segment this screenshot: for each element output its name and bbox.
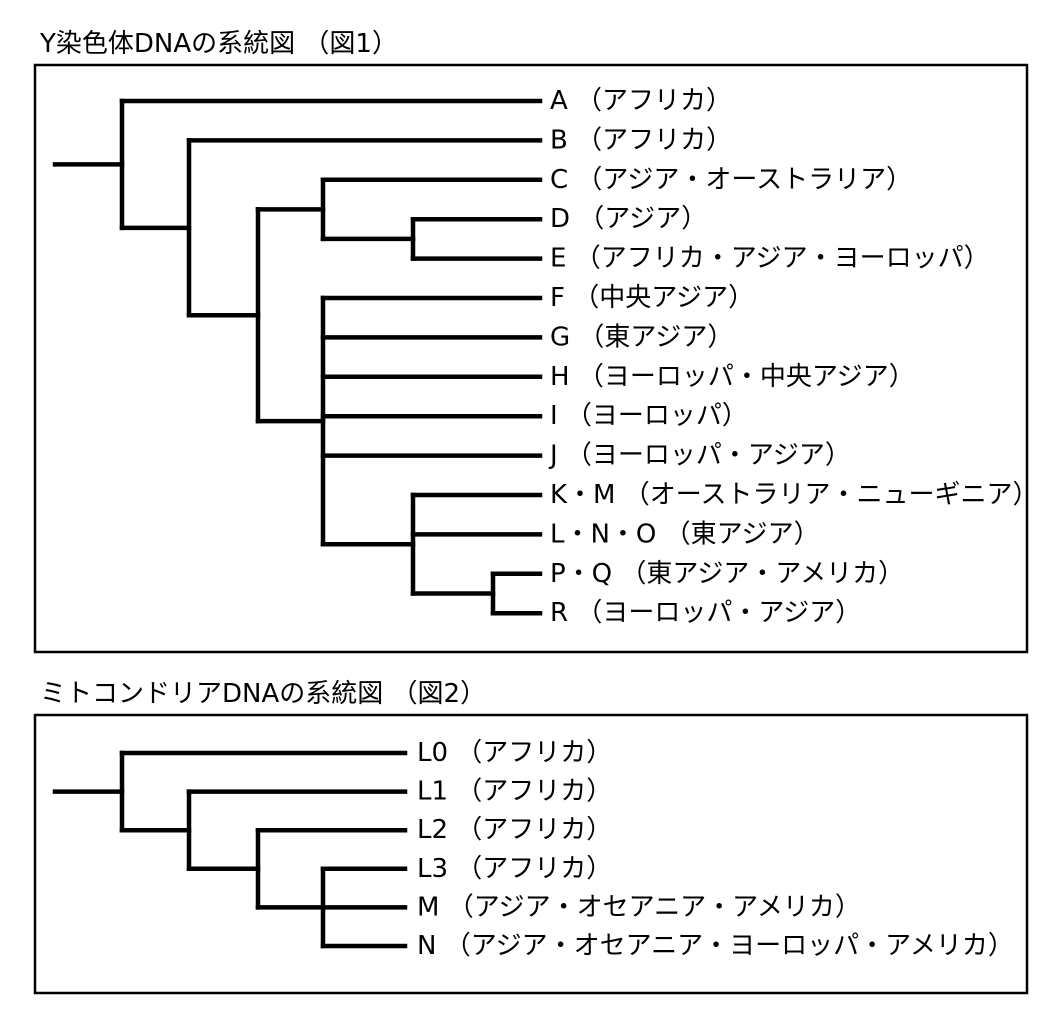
figure1-frame (33, 63, 1029, 654)
figure2-frame (33, 713, 1029, 995)
leaf-label: K・M （オーストラリア・ニューギニア） (550, 480, 1038, 510)
leaf-label: L3 （アフリカ） (417, 854, 612, 884)
leaf-label: N （アジア・オセアニア・ヨーロッパ・アメリカ） (417, 931, 1014, 961)
leaf-label: C （アジア・オーストラリア） (550, 165, 912, 195)
leaf-label: E （アフリカ・アジア・ヨーロッパ） (550, 244, 990, 274)
leaf-label: A （アフリカ） (550, 86, 732, 116)
leaf-label: M （アジア・オセアニア・アメリカ） (417, 892, 861, 922)
figure1-title: Y染色体DNAの系統図 （図1） (40, 29, 398, 59)
leaf-label: L1 （アフリカ） (417, 777, 612, 807)
leaf-label: P・Q （東アジア・アメリカ） (550, 559, 904, 589)
leaf-label: B （アフリカ） (550, 125, 732, 155)
leaf-label: I （ヨーロッパ） (550, 401, 748, 431)
leaf-label: R （ヨーロッパ・アジア） (550, 598, 861, 628)
leaf-label: G （東アジア） (550, 322, 733, 352)
leaf-label: F （中央アジア） (550, 283, 754, 313)
figure1-tree: A （アフリカ） B （アフリカ） C （アジア・オーストラリア） D （アジア） E … (52, 86, 1038, 628)
figure2-title: ミトコンドリアDNAの系統図 （図2） (40, 679, 487, 709)
leaf-label: D （アジア） (550, 204, 707, 234)
leaf-label: L・N・O （東アジア） (550, 519, 820, 549)
figure2-tree: L0 （アフリカ） L1 （アフリカ） L2 （アフリカ） L3 （アフリカ） M （ア… (52, 738, 1014, 961)
leaf-label: J （ヨーロッパ・アジア） (548, 441, 851, 471)
leaf-label: L2 （アフリカ） (417, 815, 612, 845)
leaf-label: H （ヨーロッパ・中央アジア） (550, 362, 915, 392)
leaf-label: L0 （アフリカ） (417, 738, 612, 768)
